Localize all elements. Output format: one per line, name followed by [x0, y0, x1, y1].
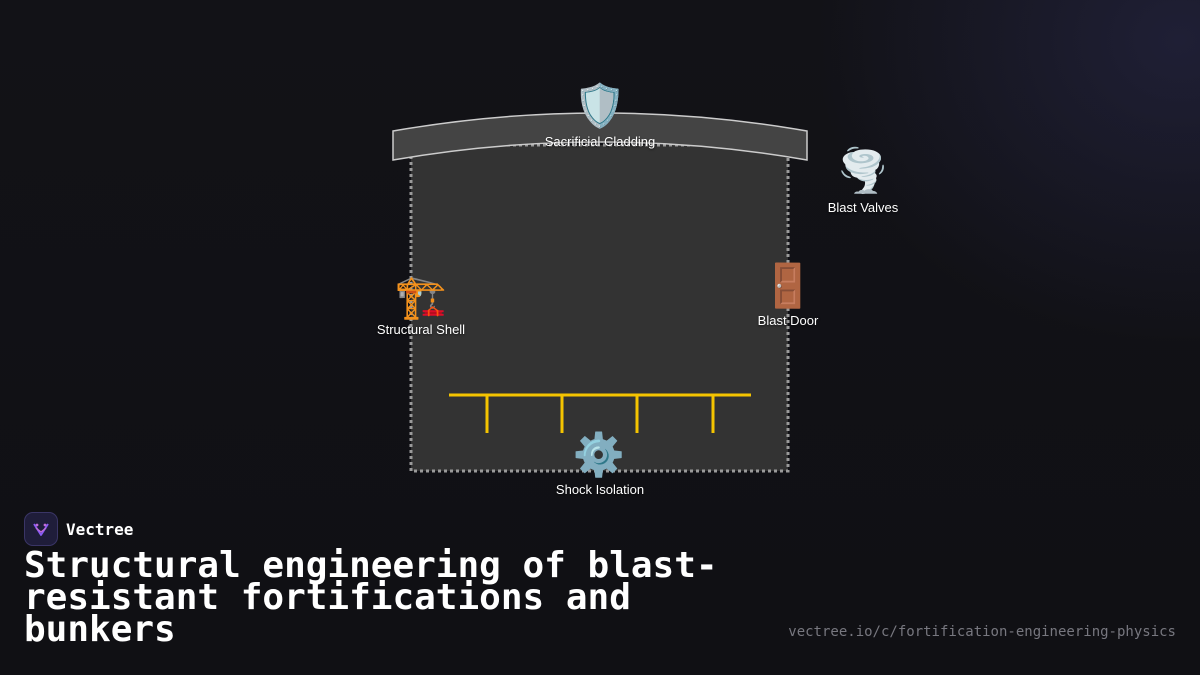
page-title: Structural engineering of blast-resistan…	[24, 545, 718, 650]
cladding-arc	[392, 112, 808, 161]
brand: Vectree	[24, 512, 133, 546]
label-blast-door: Blast Door	[757, 313, 819, 328]
label-shock-isolation: Shock Isolation	[555, 482, 645, 497]
gear-icon: ⚙️	[572, 431, 626, 478]
label-sacrificial-cladding: Sacrificial Cladding	[544, 134, 656, 149]
brand-name: Vectree	[66, 519, 134, 539]
bunker-body	[409, 143, 790, 473]
shock-isolation-frame	[449, 393, 751, 433]
label-blast-valves: Blast Valves	[827, 200, 899, 215]
shield-icon: 🛡️	[573, 82, 627, 129]
door-icon: 🚪	[761, 262, 815, 309]
construction-crane-icon: 🏗️	[394, 273, 448, 320]
label-structural-shell: Structural Shell	[376, 322, 466, 337]
tornado-icon: 🌪️	[836, 147, 890, 194]
vectree-logo-icon	[24, 512, 58, 546]
page-url[interactable]: vectree.io/c/fortification-engineering-p…	[788, 624, 1176, 640]
